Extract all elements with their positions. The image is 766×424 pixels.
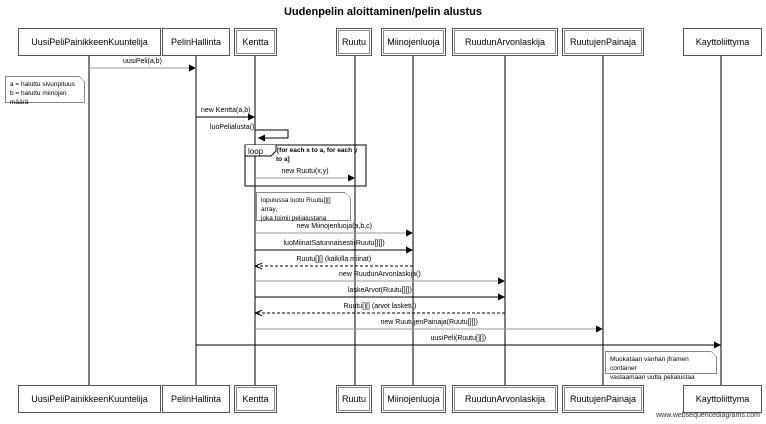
message-label-7: new RuudunArvonlaskija() <box>339 271 421 278</box>
participant-pelinhallinta-top: PelinHallinta <box>162 28 230 56</box>
message-label-0: uusiPeli(a,b) <box>123 58 162 65</box>
participant-kayttoliittyma-bottom: Kayttoliittyma <box>683 385 762 413</box>
note-0-line-0: a = haluttu sivunpituus <box>10 81 75 88</box>
message-label-10: new RuutujenPainaja(Ruutu[][]) <box>380 319 478 326</box>
loop-tag-box <box>244 145 277 157</box>
message-label-1: new Kentta(a,b) <box>201 107 251 114</box>
message-arrow-2 <box>255 129 289 142</box>
loop-condition-1: [for each x to a, for each y <box>277 147 358 154</box>
loop-fragment <box>244 144 367 187</box>
participant-kuuntelija-bottom: UusiPeliPainikkeenKuuntelija <box>18 385 161 413</box>
message-label-8: laskeArvot(Ruutu[][]) <box>348 287 412 294</box>
message-label-11: uusiPeli(Ruutu[][]) <box>430 335 487 342</box>
participant-ruutujenpainaja-top: RuutujenPainaja <box>562 28 644 56</box>
participant-miinojenluoja-bottom: Miinojenluoja <box>381 385 446 413</box>
diagram-title: Uudenpelin aloittaminen/pelin alustus <box>283 6 483 18</box>
participant-kayttoliittyma-top: Kayttoliittyma <box>683 28 762 56</box>
note-0: a = haluttu sivunpituus b = haluttu miino… <box>5 76 85 106</box>
participant-kentta-bottom: Kentta <box>234 385 277 413</box>
note-2: Muokataan vanhan jframen container vastaa… <box>605 351 717 381</box>
note-2-line-0: Muokataan vanhan jframen container <box>610 356 689 372</box>
loop-tag: loop <box>248 147 264 156</box>
message-label-4: new Miinojenluoja(a,b,c) <box>296 223 372 230</box>
participant-miinojenluoja-top: Miinojenluoja <box>381 28 446 56</box>
participant-kentta-top: Kentta <box>234 28 277 56</box>
message-label-5: luoMiinatSatunnaisesti(Ruutu[][]) <box>283 240 385 247</box>
participant-pelinhallinta-bottom: PelinHallinta <box>162 385 230 413</box>
message-label-3: new Ruutu(x,y) <box>281 168 329 175</box>
message-label-9: Ruutu[][] (arvot lasketu) <box>343 303 417 310</box>
loop-condition-2: to a] <box>276 156 290 163</box>
note-2-line-1: vastaamaan uutta pelialustaa <box>610 374 695 381</box>
message-label-2: luoPelialusta() <box>210 124 255 131</box>
note-0-line-1: b = haluttu miinojen määrä <box>10 90 67 106</box>
participant-ruutu-top: Ruutu <box>336 28 372 56</box>
participant-ruudunarvonlaskija-bottom: RuudunArvonlaskija <box>452 385 558 413</box>
watermark: www.websequencediagrams.com <box>656 412 760 419</box>
note-1: lopulussa luotu Ruutu[][] array, joka toi… <box>256 192 351 222</box>
participant-kuuntelija-top: UusiPeliPainikkeenKuuntelija <box>18 28 161 56</box>
note-1-line-0: lopulussa luotu Ruutu[][] array, <box>261 197 331 213</box>
participant-ruutu-bottom: Ruutu <box>336 385 372 413</box>
participant-ruudunarvonlaskija-top: RuudunArvonlaskija <box>452 28 558 56</box>
participant-ruutujenpainaja-bottom: RuutujenPainaja <box>562 385 644 413</box>
note-1-line-1: joka toimii pelialustana <box>261 215 327 222</box>
message-label-6: Ruutu[][] (kaikilla miinat) <box>296 256 372 263</box>
